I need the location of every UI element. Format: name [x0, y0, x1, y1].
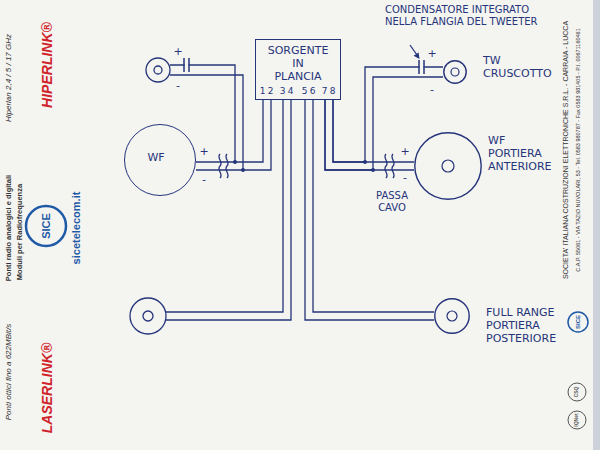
pin-number: 3: [279, 86, 287, 97]
capacitor-gap: [185, 62, 189, 68]
polarity-mark: +: [199, 146, 208, 159]
certification-mark: [568, 383, 586, 401]
letterhead-text: Ponti ottici fino a 622MBit/s: [4, 324, 13, 421]
cable-conductor: [313, 100, 434, 312]
hand-drawing: [130, 45, 417, 334]
logo-text: SICE: [40, 213, 53, 239]
junction-dot: [363, 160, 367, 164]
tweeter-dome: [154, 66, 162, 74]
speaker-wire: [170, 75, 243, 170]
speaker-cable: [196, 100, 271, 170]
speaker-wire: [166, 100, 283, 312]
junction-dot: [241, 168, 245, 172]
grommet-symbol: [385, 154, 387, 178]
speaker-caption: WF PORTIERA ANTERIORE: [488, 134, 552, 173]
capacitor-plate: [418, 60, 420, 74]
speaker-cone: [435, 299, 469, 333]
speaker-symbol: [130, 298, 166, 334]
brand-name: HIPERLINK®: [39, 22, 55, 108]
speaker-cable: [325, 100, 414, 170]
polarity-mark: +: [400, 146, 409, 159]
pin-number: 2: [267, 86, 275, 97]
note-text: CONDENSATORE INTEGRATO NELLA FLANGIA DEL…: [385, 4, 545, 27]
logo-ring: [568, 312, 588, 332]
pin-number: 1: [259, 86, 267, 97]
leader-arrow: [410, 45, 417, 55]
paper-edge: [593, 0, 600, 450]
speaker-dome: [447, 311, 457, 321]
speaker-wire: [166, 100, 291, 320]
speaker-outline: [443, 60, 467, 84]
speaker-wire: [170, 65, 235, 162]
pin-number: 5: [301, 86, 309, 97]
speaker-dome: [143, 311, 153, 321]
speaker-outline: [434, 298, 470, 334]
junction-dot: [371, 168, 375, 172]
cable-conductor: [325, 77, 443, 170]
certification-text: CSQ: [574, 387, 580, 398]
speaker-cone: [444, 61, 466, 83]
grommet-symbol: [219, 154, 221, 178]
source-unit-box: SORGENTE IN PLANCIA12345678: [255, 39, 341, 100]
junction-dot: [233, 160, 237, 164]
logo-ring: [26, 206, 66, 246]
speaker-cable: [325, 67, 443, 170]
letterhead-text: Ponti radio analogici e digitali: [5, 175, 14, 281]
logo-text: SICE: [575, 315, 582, 329]
website-text: sicetelecom.it: [70, 192, 83, 265]
brand-name: LASERLINK®: [39, 343, 55, 433]
polarity-mark: -: [430, 84, 434, 97]
speaker-caption: TW CRUSCOTTO: [483, 54, 552, 80]
certification-mark: [568, 411, 586, 429]
cable-conductor: [196, 100, 263, 162]
pin-number: 8: [329, 86, 337, 97]
woofer-node: WF: [124, 124, 196, 196]
company-name: SOCIETA' ITALIANA COSTRUZIONI ELETTRONIC…: [562, 21, 570, 279]
speaker-dome: [451, 68, 459, 76]
pin-number: 7: [321, 86, 329, 97]
cable-conductor: [333, 67, 443, 162]
capacitor-gap: [420, 64, 424, 70]
capacitor-plate: [188, 58, 190, 72]
capacitor-plate: [183, 58, 185, 72]
speaker-outline: [414, 132, 482, 200]
grommet-symbol: [226, 154, 228, 178]
speaker-cone: [415, 133, 481, 199]
pin-number: 4: [287, 86, 295, 97]
pin-number: 6: [309, 86, 317, 97]
woofer-node: WF PORTIERA ANTERIORE: [414, 132, 552, 200]
polarity-mark: -: [403, 172, 407, 185]
cable-conductor: [305, 100, 434, 320]
company-address: C.A.P. 55061 - VIA TAZIO NUVOLARI, 53 - …: [575, 28, 581, 271]
certification-text: IQNet: [574, 413, 580, 426]
letterhead-text: Moduli per Radiofrequenza: [16, 184, 25, 280]
tweeter-symbol: [146, 58, 170, 82]
speaker-cable: [305, 100, 434, 320]
cable-conductor: [325, 100, 414, 170]
speaker-caption: FULL RANGE PORTIERA POSTERIORE: [486, 306, 556, 345]
passage-label: PASSA CAVO: [376, 190, 408, 213]
unit-title: SORGENTE IN PLANCIA: [268, 44, 329, 83]
speaker-dome: [442, 160, 454, 172]
speaker-name: WF: [147, 151, 164, 164]
polarity-mark: -: [176, 80, 180, 93]
polarity-mark: +: [173, 46, 182, 59]
letterhead-text: Hiperlan 2,4 / 5 / 17 GHz: [4, 34, 13, 122]
polarity-mark: +: [427, 48, 436, 61]
polarity-mark: -: [202, 174, 206, 187]
cable-conductor: [196, 100, 271, 170]
full-range-node: FULL RANGE PORTIERA POSTERIORE: [434, 298, 557, 345]
cable-conductor: [333, 100, 414, 162]
tweeter-node: TW CRUSCOTTO: [443, 60, 552, 84]
grommet-symbol: [392, 154, 394, 178]
arrow-head: [414, 52, 420, 59]
capacitor-plate: [423, 60, 425, 74]
